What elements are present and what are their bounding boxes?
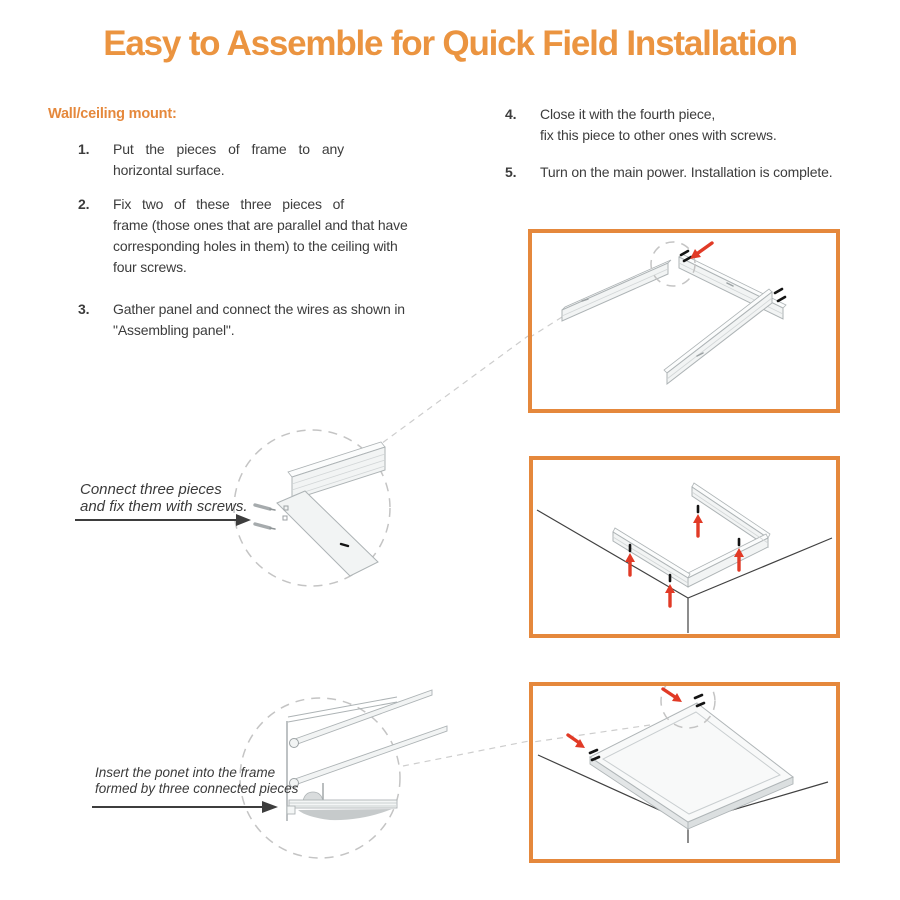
step-number: 4. xyxy=(505,106,517,122)
panel-complete-diagram xyxy=(533,686,829,843)
connector-dashed-line xyxy=(532,316,563,337)
ceiling-corner-lines xyxy=(536,509,833,633)
callout-label-line: Insert the ponet into the frame xyxy=(95,765,276,780)
step-text-line: "Assembling panel". xyxy=(113,322,235,338)
ceiling-fix-diagram xyxy=(536,482,833,633)
step-number: 5. xyxy=(505,164,517,180)
frame-pieces-diagram xyxy=(532,241,787,386)
diagram-box-panel-complete xyxy=(529,682,840,863)
callout-circle-panel-insert xyxy=(239,689,448,859)
step-text-line: Close it with the fourth piece, xyxy=(540,106,716,122)
section-heading-wall-ceiling-mount: Wall/ceiling mount: xyxy=(48,106,177,122)
callout-label-connect-pieces: Connect three pieces and fix them with s… xyxy=(80,481,248,515)
step-4: 4. Close it with the fourth piece, fix t… xyxy=(505,104,777,146)
screw-icon xyxy=(628,504,741,583)
dashed-highlight-circle xyxy=(239,697,401,859)
frame-piece xyxy=(678,253,787,320)
pointer-arrow-icon xyxy=(92,801,278,813)
callout-label-line: formed by three connected pieces xyxy=(95,780,299,796)
step-text-line: fix this piece to other ones with screws… xyxy=(540,127,777,143)
step-number: 2. xyxy=(78,196,90,212)
frame-piece xyxy=(561,259,672,322)
panel-cross-section-detail xyxy=(286,689,448,821)
callout-circle-corner-joint xyxy=(233,429,391,587)
callout-label-line: and fix them with screws. xyxy=(80,498,248,515)
frame-profile-detail xyxy=(276,441,386,577)
step-text-line: Fix two of these three pieces of xyxy=(113,196,344,212)
diagram-box-ceiling-fix xyxy=(529,456,840,638)
screw-icon xyxy=(588,693,706,762)
dashed-highlight-circle xyxy=(233,429,391,587)
step-text-line: horizontal surface. xyxy=(113,162,225,178)
page-title: Easy to Assemble for Quick Field Install… xyxy=(103,24,798,63)
step-text-line: corresponding holes in them) to the ceil… xyxy=(113,238,398,254)
step-1: 1. Put the pieces of frame to any horizo… xyxy=(78,139,344,181)
red-arrow-icon xyxy=(625,514,744,608)
callout-label-line: Connect three pieces xyxy=(80,481,222,498)
connector-dashed-line xyxy=(402,740,530,767)
connector-dashed-line xyxy=(533,724,651,743)
diagram-box-frame-pieces xyxy=(528,229,840,413)
step-text-line: Turn on the main power. Installation is … xyxy=(540,164,833,180)
frame-piece xyxy=(663,288,773,386)
step-3: 3. Gather panel and connect the wires as… xyxy=(78,299,405,341)
step-2: 2. Fix two of these three pieces of fram… xyxy=(78,194,408,278)
assembled-u-frame xyxy=(612,482,771,588)
step-text-line: four screws. xyxy=(113,259,187,275)
step-5: 5. Turn on the main power. Installation … xyxy=(505,162,833,183)
screw-icon xyxy=(679,249,787,303)
pointer-arrow-icon xyxy=(75,514,251,526)
red-arrow-icon xyxy=(566,687,682,748)
connector-dashed-line xyxy=(373,335,529,450)
screw-icon xyxy=(253,503,276,530)
step-number: 1. xyxy=(78,141,90,157)
step-text-line: Put the pieces of frame to any xyxy=(113,141,344,157)
led-panel xyxy=(589,702,794,830)
step-number: 3. xyxy=(78,301,90,317)
step-text-line: Gather panel and connect the wires as sh… xyxy=(113,301,405,317)
dashed-highlight-circle xyxy=(650,241,696,287)
red-arrow-icon xyxy=(690,241,714,259)
dashed-highlight-circle xyxy=(660,686,716,729)
step-text-line: frame (those ones that are parallel and … xyxy=(113,217,408,233)
callout-label-insert-panel: Insert the ponet into the frame formed b… xyxy=(95,765,298,796)
